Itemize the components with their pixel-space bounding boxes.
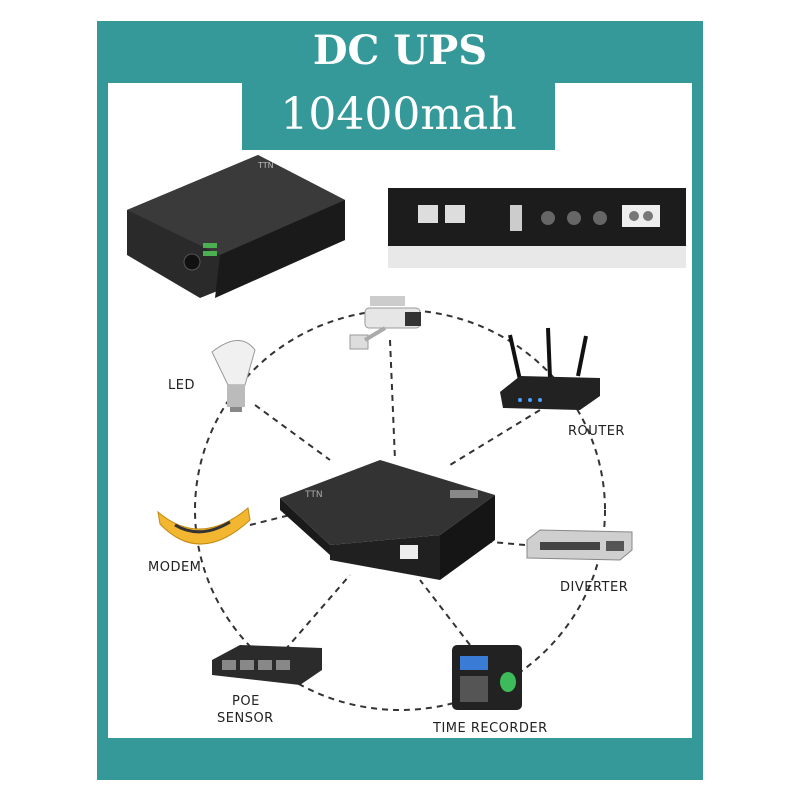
label-led: LED (168, 378, 195, 393)
connection-lines (194, 309, 606, 711)
ups-back-panel-image (388, 188, 686, 268)
title-capacity: 10400mah (280, 89, 517, 140)
label-time-recorder: TIME RECORDER (433, 721, 548, 736)
brand-mark-center: TTN (304, 490, 323, 500)
label-modem: MODEM (148, 560, 202, 575)
security-camera-icon (349, 296, 421, 350)
title-capacity-box (242, 81, 555, 150)
network-switch-icon (526, 529, 633, 561)
router-icon (500, 327, 600, 410)
label-diverter: DIVERTER (560, 580, 629, 595)
time-recorder-icon (452, 645, 522, 710)
brand-mark-small: TTN (257, 161, 274, 170)
poe-switch-icon (212, 645, 322, 685)
led-bulb-icon (211, 340, 256, 412)
label-poe: POE (232, 694, 260, 709)
label-router: ROUTER (568, 424, 625, 439)
title-dc-ups: DC UPS (312, 27, 488, 74)
ups-center-device: TTN (280, 460, 495, 580)
modem-icon (157, 507, 251, 545)
label-sensor: SENSOR (217, 711, 274, 726)
ups-device-angled-image: TTN (127, 155, 345, 298)
